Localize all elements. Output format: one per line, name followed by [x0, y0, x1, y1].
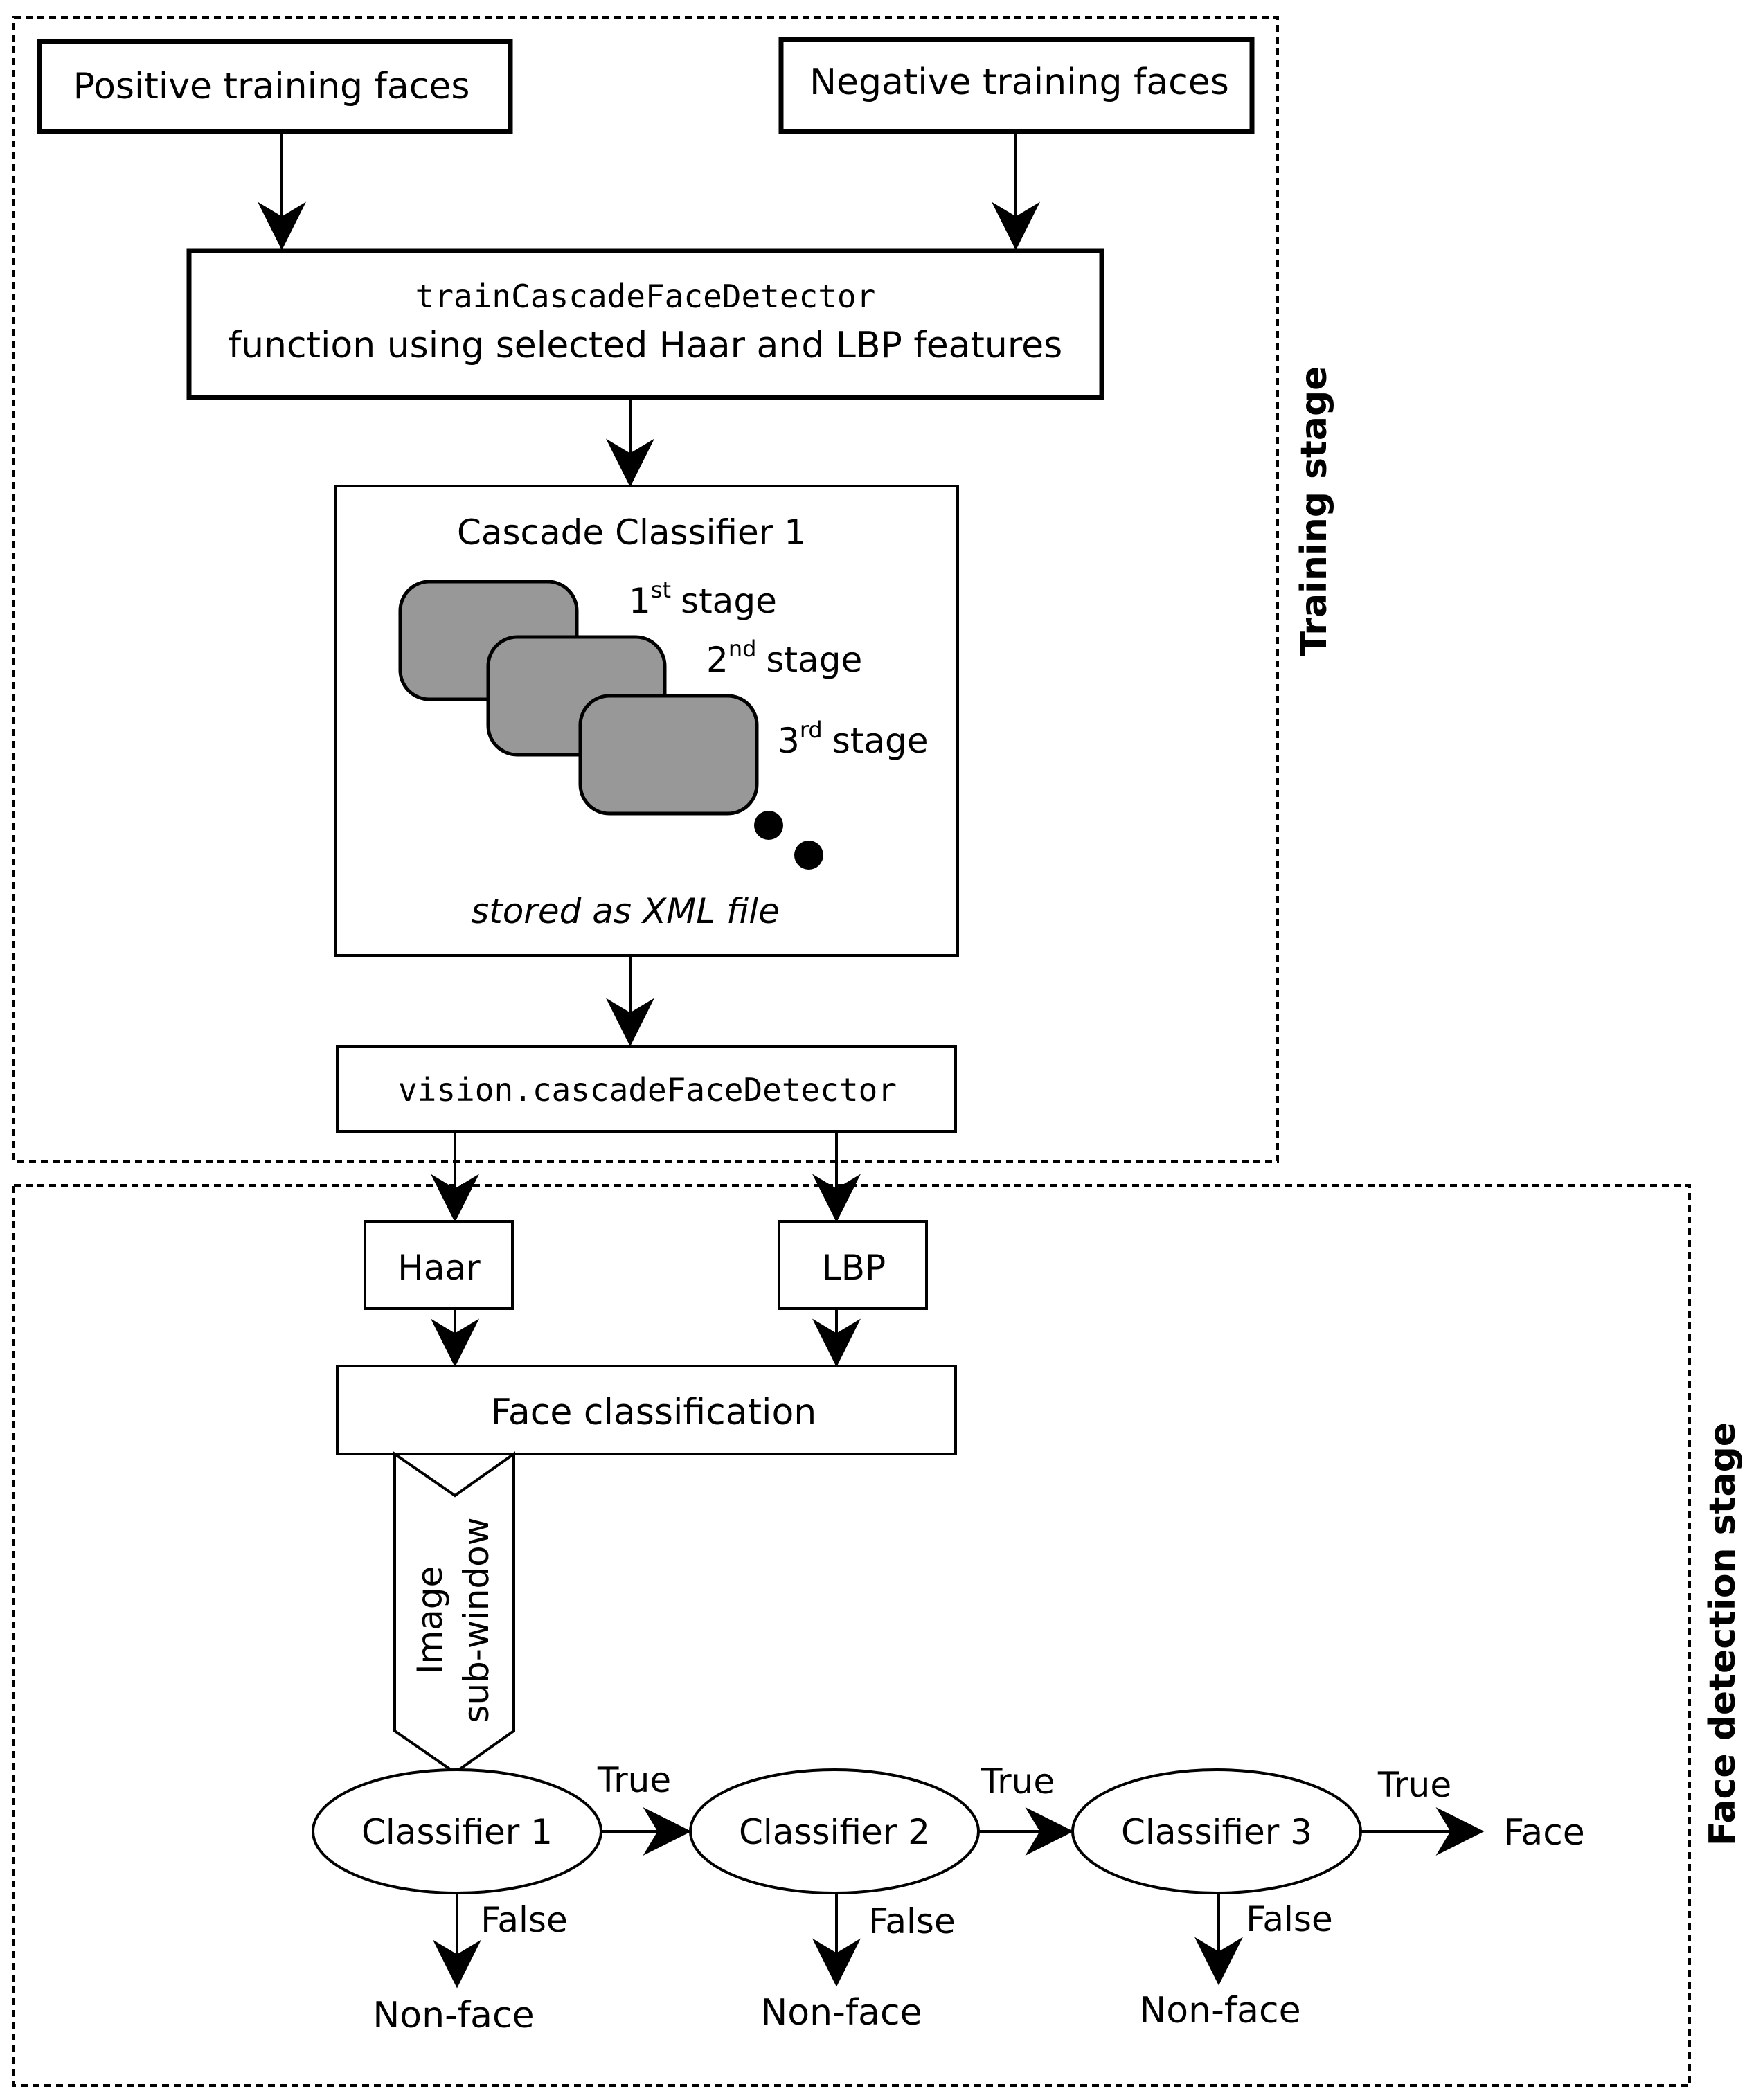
false-label-2: False — [868, 1901, 956, 1941]
cascade-classifier-title: Cascade Classifier 1 — [457, 512, 806, 553]
detection-stage-frame — [12, 1184, 1691, 2087]
positive-faces-box — [37, 39, 513, 134]
classifier-3-label: Classifier 3 — [1121, 1812, 1312, 1852]
lbp-box — [778, 1220, 928, 1310]
stage-3-block — [578, 694, 759, 816]
classifier-1-label: Classifier 1 — [361, 1812, 553, 1852]
face-classification-box — [336, 1365, 957, 1455]
sub-window-label-line1: Image — [410, 1566, 450, 1675]
non-face-label-1: Non-face — [373, 1995, 534, 2036]
non-face-label-2: Non-face — [760, 1992, 922, 2034]
sub-window-chevron-arrow — [393, 1451, 515, 1775]
training-stage-label: Training stage — [1294, 366, 1335, 656]
haar-box — [364, 1220, 514, 1310]
continuation-dot — [754, 811, 783, 840]
false-label-3: False — [1246, 1899, 1333, 1939]
classifier-2-label: Classifier 2 — [739, 1812, 930, 1852]
train-function-box — [186, 248, 1104, 400]
train-function-desc: function using selected Haar and LBP fea… — [229, 325, 1062, 366]
true-label-3: True — [1377, 1765, 1451, 1805]
train-function-name: trainCascadeFaceDetector — [415, 278, 876, 315]
training-stage-frame — [12, 16, 1279, 1163]
true-label-1: True — [597, 1760, 671, 1800]
stored-as-xml-label: stored as XML file — [471, 891, 780, 931]
lbp-label: LBP — [822, 1248, 886, 1288]
face-output-label: Face — [1503, 1812, 1585, 1854]
non-face-label-3: Non-face — [1139, 1990, 1300, 2031]
detection-stage-label: Face detection stage — [1702, 1422, 1744, 1846]
continuation-dot — [794, 841, 823, 870]
face-classification-label: Face classification — [491, 1392, 816, 1433]
positive-faces-label: Positive training faces — [73, 66, 470, 107]
detector-object-box — [336, 1045, 957, 1133]
sub-window-label-line2: sub-window — [456, 1517, 496, 1723]
negative-faces-label: Negative training faces — [809, 62, 1229, 103]
false-label-1: False — [481, 1900, 568, 1940]
haar-label: Haar — [397, 1248, 481, 1288]
negative-faces-box — [778, 37, 1255, 134]
detector-object-label: vision.cascadeFaceDetector — [398, 1071, 897, 1109]
true-label-2: True — [981, 1761, 1055, 1802]
